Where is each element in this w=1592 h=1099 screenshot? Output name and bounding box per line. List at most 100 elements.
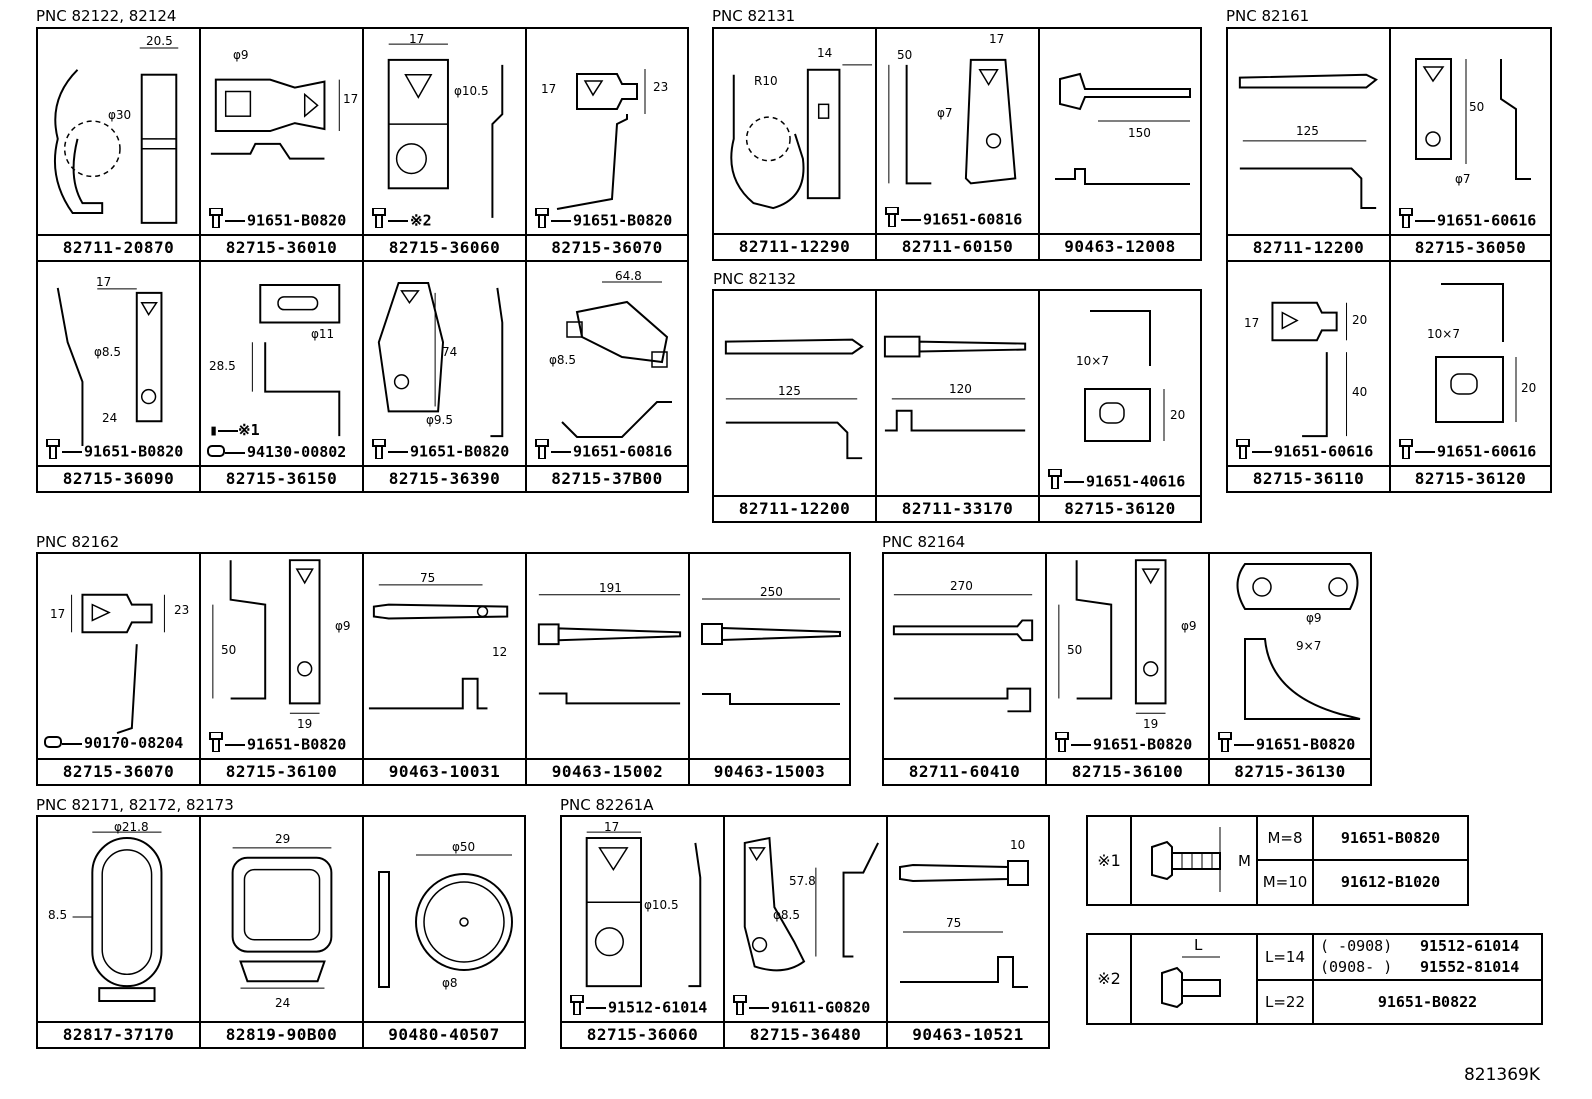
dimension-label: 20 xyxy=(1170,408,1186,422)
part-number[interactable]: 82711-60410 xyxy=(884,758,1045,784)
bolt-part-number[interactable]: 91651-B0820 xyxy=(1256,735,1356,754)
part-number[interactable]: 82715-36390 xyxy=(364,465,525,491)
bolt-part-number[interactable]: 91512-61014 xyxy=(1420,937,1520,955)
part-cell[interactable]: φ11 28.5 ▮※1 94130-00802 82715-36150 xyxy=(201,262,364,491)
part-cell[interactable]: 20.5 φ30 82711-20870 xyxy=(38,29,201,262)
part-number[interactable]: 90463-12008 xyxy=(1040,233,1200,259)
bolt-part-number[interactable]: 91651-60816 xyxy=(573,442,673,461)
part-number[interactable]: 82715-36120 xyxy=(1391,465,1550,491)
part-number[interactable]: 82715-37B00 xyxy=(527,465,687,491)
part-number[interactable]: 82715-36070 xyxy=(527,234,687,260)
part-number[interactable]: 82715-36100 xyxy=(1047,758,1208,784)
part-cell[interactable]: φ9 9×7 91651-B0820 82715-36130 xyxy=(1210,554,1370,784)
part-cell[interactable]: 10 75 90463-10521 xyxy=(888,817,1048,1047)
part-number[interactable]: 82715-36100 xyxy=(201,758,362,784)
part-cell[interactable]: 50 φ9 19 91651-B0820 82715-36100 xyxy=(1047,554,1210,784)
part-number[interactable]: 82715-36090 xyxy=(38,465,199,491)
grommet-drawing xyxy=(378,854,513,988)
part-cell[interactable]: 29 24 82819-90B00 xyxy=(201,817,364,1047)
part-number[interactable]: 82711-60150 xyxy=(877,233,1038,259)
bolt-part-number[interactable]: 91611-G0820 xyxy=(771,998,871,1017)
part-cell[interactable]: 10×7 20 91651-60616 82715-36120 xyxy=(1391,262,1550,491)
part-number[interactable]: 82715-36110 xyxy=(1228,465,1389,491)
dimension-label: 23 xyxy=(653,80,669,94)
part-cell[interactable]: 270 82711-60410 xyxy=(884,554,1047,784)
bolt-part-number[interactable]: 91651-40616 xyxy=(1086,472,1186,491)
bolt-part-number[interactable]: 90170-08204 xyxy=(84,734,184,752)
part-number[interactable]: 82711-33170 xyxy=(877,495,1038,521)
part-number[interactable]: 90463-15002 xyxy=(527,758,688,784)
bolt-part-number[interactable]: 91552-81014 xyxy=(1420,958,1520,976)
part-cell[interactable]: 17 φ8.5 24 91651-B0820 82715-36090 xyxy=(38,262,201,491)
part-cell[interactable]: 74 φ9.5 91651-B0820 82715-36390 xyxy=(364,262,527,491)
part-cell[interactable]: 125 82711-12200 xyxy=(714,291,877,521)
part-cell[interactable]: 17 20 40 91651-60616 82715-36110 xyxy=(1228,262,1391,491)
bolt-part-number[interactable]: 91651-B0820 xyxy=(247,211,347,230)
bolt-part-number[interactable]: 91512-61014 xyxy=(608,998,708,1017)
bolt-part-number[interactable]: 91651-60616 xyxy=(1437,442,1537,461)
part-cell[interactable]: 17 φ10.5 91512-61014 82715-36060 xyxy=(562,817,725,1047)
part-number[interactable]: 82817-37170 xyxy=(38,1021,199,1047)
part-cell[interactable]: φ21.8 8.5 82817-37170 xyxy=(38,817,201,1047)
part-cell[interactable]: 150 90463-12008 xyxy=(1040,29,1200,259)
bolt-part-number[interactable]: 91612-B1020 xyxy=(1340,873,1441,891)
part-cell[interactable]: 10×7 20 91651-40616 82715-36120 xyxy=(1040,291,1200,521)
bolt-icon xyxy=(44,438,62,465)
bolt-icon xyxy=(533,438,551,465)
part-cell[interactable]: 75 12 90463-10031 xyxy=(364,554,527,784)
bolt-note-ref[interactable]: ※2 xyxy=(410,211,432,230)
part-number[interactable]: 82715-36150 xyxy=(201,465,362,491)
part-number[interactable]: 90480-40507 xyxy=(364,1021,524,1047)
part-number[interactable]: 90463-10031 xyxy=(364,758,525,784)
part-number[interactable]: 82715-36120 xyxy=(1040,495,1200,521)
part-cell[interactable]: 125 82711-12200 xyxy=(1228,29,1391,262)
bolt-part-number[interactable]: 91651-B0820 xyxy=(247,735,347,754)
bolt-part-number[interactable]: 91651-60816 xyxy=(923,210,1023,229)
part-number[interactable]: 82711-12200 xyxy=(1228,234,1389,260)
date-range: ( -0908) xyxy=(1320,937,1393,955)
bolt-part-number[interactable]: 91651-B0820 xyxy=(1093,735,1193,754)
part-number[interactable]: 82715-36010 xyxy=(201,234,362,260)
bolt-part-number[interactable]: 91651-B0820 xyxy=(573,211,673,230)
part-cell[interactable]: φ8.5 57.8 57.8 91611-G0820 82715-36480 xyxy=(725,817,888,1047)
dimension-label: φ10.5 xyxy=(454,84,489,98)
part-cell[interactable]: 64.8 φ8.5 91651-60816 82715-37B00 xyxy=(527,262,687,491)
part-cell[interactable]: φ50 φ8 90480-40507 xyxy=(364,817,524,1047)
bolt-part-number[interactable]: 91651-B0820 xyxy=(1314,817,1467,861)
part-number[interactable]: 82715-36480 xyxy=(725,1021,886,1047)
part-cell[interactable]: 17 23 91651-B0820 82715-36070 xyxy=(527,29,687,262)
part-cell[interactable]: 191 90463-15002 xyxy=(527,554,690,784)
part-number[interactable]: 82711-12290 xyxy=(714,233,875,259)
part-number[interactable]: 90463-15003 xyxy=(690,758,849,784)
bolt-part-number[interactable]: 91651-B0820 xyxy=(84,442,184,461)
part-cell[interactable]: 50 φ9 19 91651-B0820 82715-36100 xyxy=(201,554,364,784)
dimension-label: 17 xyxy=(343,92,359,106)
bolt-part-number[interactable]: 91651-B0822 xyxy=(1377,993,1478,1011)
part-cell[interactable]: 17 φ10.5 ※2 82715-36060 xyxy=(364,29,527,262)
part-number[interactable]: 82715-36070 xyxy=(38,758,199,784)
part-cell[interactable]: 50 φ7 91651-60616 82715-36050 xyxy=(1391,29,1550,262)
part-number[interactable]: 82715-36050 xyxy=(1391,234,1550,260)
part-number[interactable]: 82819-90B00 xyxy=(201,1021,362,1047)
part-number[interactable]: 82715-36060 xyxy=(562,1021,723,1047)
part-cell[interactable]: 17 23 90170-08204 82715-36070 xyxy=(38,554,201,784)
bolt-part-number[interactable]: 91651-60616 xyxy=(1274,442,1374,461)
size-key: L=22 xyxy=(1258,981,1314,1023)
bolt-icon xyxy=(1216,731,1234,758)
bolt-part-number[interactable]: 94130-00802 xyxy=(247,443,347,461)
part-number[interactable]: 82715-36130 xyxy=(1210,758,1370,784)
bolt-note-ref[interactable]: ※1 xyxy=(238,421,260,439)
part-cell[interactable]: 14 R10 82711-12290 xyxy=(714,29,877,259)
bolt-part-number[interactable]: 91651-B0820 xyxy=(410,442,510,461)
part-cell[interactable]: 50 17 φ7 91651-60816 82711-60150 xyxy=(877,29,1040,259)
part-cell[interactable]: 120 82711-33170 xyxy=(877,291,1040,521)
part-number[interactable]: 82711-20870 xyxy=(38,234,199,260)
bolt-part-number[interactable]: 91651-60616 xyxy=(1437,211,1537,230)
part-number[interactable]: 90463-10521 xyxy=(888,1021,1048,1047)
bracket-drawing xyxy=(743,836,879,972)
part-cell[interactable]: 250 90463-15003 xyxy=(690,554,849,784)
part-number[interactable]: 82711-12200 xyxy=(714,495,875,521)
part-number[interactable]: 82715-36060 xyxy=(364,234,525,260)
bracket-drawing xyxy=(1271,301,1348,438)
part-cell[interactable]: φ9 17 91651-B0820 82715-36010 xyxy=(201,29,364,262)
